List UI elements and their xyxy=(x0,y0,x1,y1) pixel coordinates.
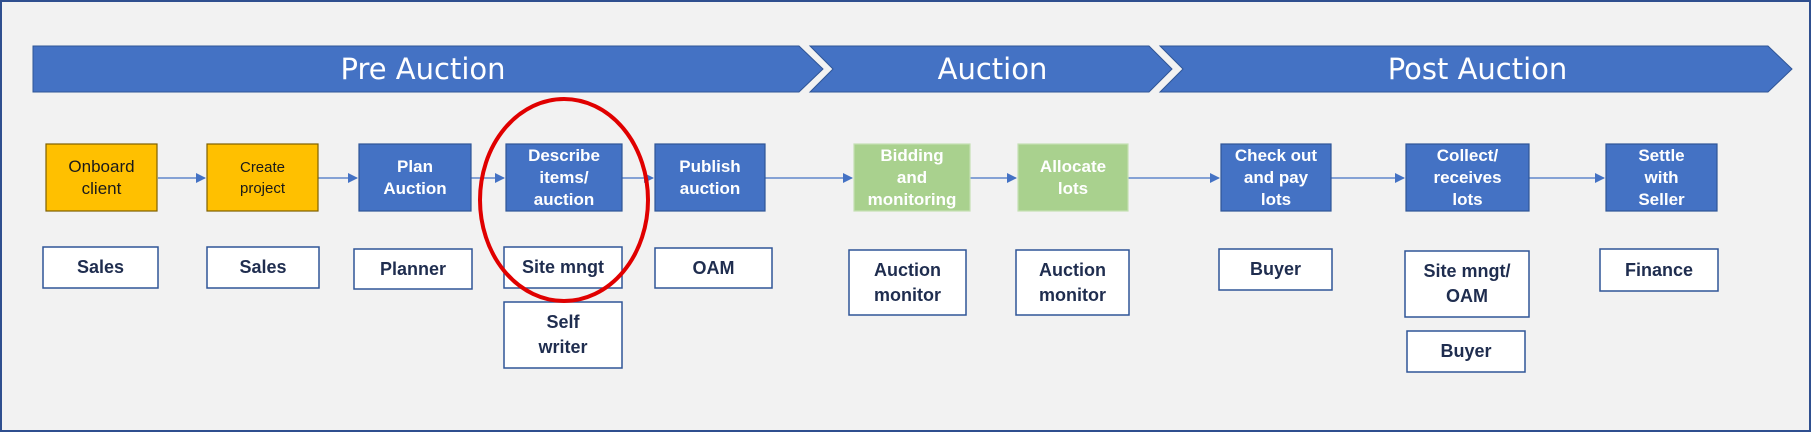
step-label-publish-auction: Publish auction xyxy=(679,156,741,198)
role-box-buyer-2 xyxy=(1406,330,1526,373)
step-allocate-lots xyxy=(1017,143,1129,212)
step-publish-auction xyxy=(654,143,766,212)
role-box-auction-monitor-1 xyxy=(848,249,967,316)
phase-banner-post-auction xyxy=(1158,45,1793,93)
role-box-buyer-1 xyxy=(1218,248,1333,291)
step-collect-receives-lots xyxy=(1405,143,1530,212)
role-box-finance xyxy=(1599,248,1719,292)
phase-label-post-auction: Post Auction xyxy=(1387,52,1568,86)
role-box-auction-monitor-2 xyxy=(1015,249,1130,316)
phase-banner-auction xyxy=(808,45,1173,93)
role-box-site-mngt-oam xyxy=(1404,250,1530,318)
step-label-create-project: Create project xyxy=(239,158,286,197)
role-box-sales-1 xyxy=(42,246,159,289)
role-box-site-mngt xyxy=(503,246,623,289)
role-label-oam: OAM xyxy=(692,257,735,278)
role-box-self-writer xyxy=(503,301,623,369)
highlight-circle xyxy=(478,97,650,303)
role-label-auction-monitor-2: Auction monitor xyxy=(1039,259,1106,305)
phase-label-auction: Auction xyxy=(937,52,1048,86)
step-check-out-and-pay-lots xyxy=(1220,143,1332,212)
role-box-oam xyxy=(654,247,773,289)
role-label-buyer-1: Buyer xyxy=(1249,259,1302,279)
step-label-settle-with-seller: Settle with Seller xyxy=(1638,145,1685,209)
role-box-planner xyxy=(353,248,473,290)
phase-banner-pre-auction xyxy=(32,45,824,93)
step-bidding-and-monitoring xyxy=(853,143,971,212)
step-plan-auction xyxy=(358,143,472,212)
role-label-site-mngt: Site mngt xyxy=(521,257,604,277)
role-label-sales-2: Sales xyxy=(239,257,287,277)
role-label-finance: Finance xyxy=(1624,259,1694,280)
step-create-project xyxy=(206,143,319,212)
role-label-planner: Planner xyxy=(379,258,447,279)
step-describe-items-auction xyxy=(505,143,623,212)
step-label-bidding-and-monitoring: Bidding and monitoring xyxy=(867,145,957,209)
role-label-self-writer: Self writer xyxy=(538,312,588,357)
role-label-auction-monitor-1: Auction monitor xyxy=(874,259,941,305)
step-onboard-client xyxy=(45,143,158,212)
step-label-allocate-lots: Allocate lots xyxy=(1039,156,1107,198)
step-label-check-out-and-pay-lots: Check out and pay lots xyxy=(1234,145,1318,209)
role-label-sales-1: Sales xyxy=(76,257,125,277)
role-box-sales-2 xyxy=(206,246,320,289)
step-label-collect-receives-lots: Collect/ receives lots xyxy=(1433,145,1502,209)
phase-label-pre-auction: Pre Auction xyxy=(340,52,506,86)
role-label-buyer-2: Buyer xyxy=(1440,341,1492,361)
step-label-plan-auction: Plan Auction xyxy=(383,156,447,198)
step-label-onboard-client: Onboard client xyxy=(68,156,135,198)
step-label-describe-items-auction: Describe items/ auction xyxy=(528,145,600,209)
role-label-site-mngt-oam: Site mngt/ OAM xyxy=(1423,261,1511,306)
step-settle-with-seller xyxy=(1605,143,1718,212)
